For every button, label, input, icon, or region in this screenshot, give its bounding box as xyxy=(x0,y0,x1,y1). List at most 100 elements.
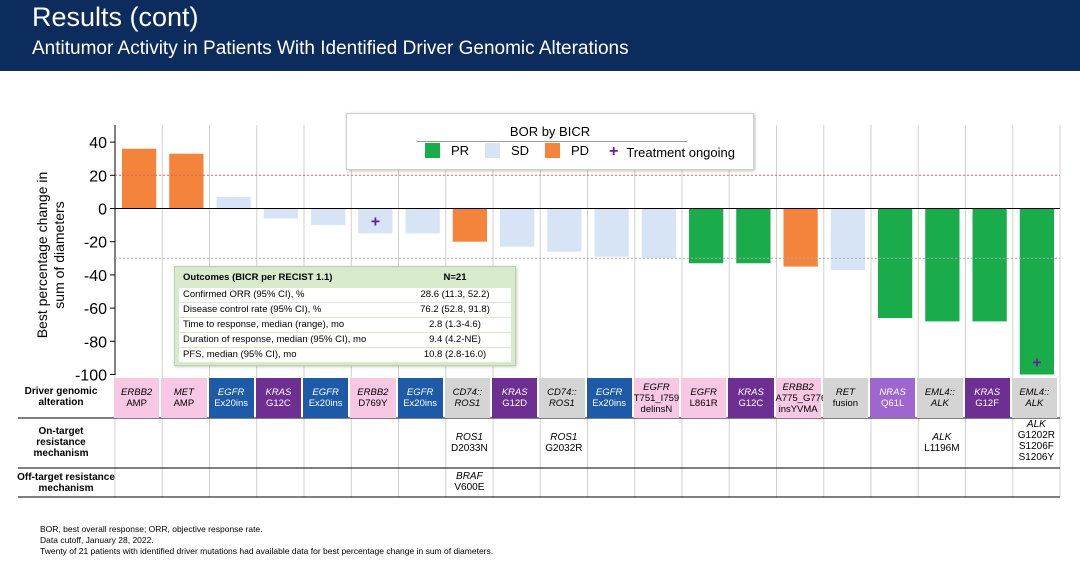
bar xyxy=(641,208,676,259)
resistance-mutation: G1202R xyxy=(1017,430,1055,441)
alteration-name: insYVMA xyxy=(778,403,818,415)
bar xyxy=(547,208,582,252)
resistance-gene: ALK xyxy=(1026,419,1046,430)
legend-label-pr: PR xyxy=(451,143,470,158)
footnote: Twenty of 21 patients with identified dr… xyxy=(40,546,494,556)
alteration-name: ROS1 xyxy=(548,398,575,409)
gene-name: ERBB2 xyxy=(121,387,153,398)
outcomes-row: Confirmed ORR (95% CI), % 28.6 (11.3, 52… xyxy=(179,288,511,302)
bar xyxy=(972,208,1007,322)
outcomes-row: Disease control rate (95% CI), % 76.2 (5… xyxy=(179,303,511,317)
legend-swatch-sd xyxy=(485,143,500,158)
alteration-name: G12D xyxy=(502,398,528,409)
alteration-name: G12C xyxy=(738,398,764,409)
alteration-name: D769Y xyxy=(358,398,388,409)
bar xyxy=(736,208,771,264)
bar xyxy=(1019,208,1054,375)
driver-alteration-cell: EML4::ALK xyxy=(917,378,963,418)
legend-item-ongoing: + Treatment ongoing xyxy=(609,143,735,161)
gene-name: KRAS xyxy=(501,387,528,398)
gene-name: ERBB2 xyxy=(782,381,814,393)
outcomes-row-label: Confirmed ORR (95% CI), % xyxy=(183,289,305,300)
alteration-name: L861R xyxy=(689,398,718,409)
alteration-name: Ex20ins xyxy=(403,398,438,409)
row-label-line: resistance xyxy=(36,437,86,448)
resistance-gene: ALK xyxy=(932,432,952,443)
gene-name: EGFR xyxy=(595,387,623,398)
legend-marker-ongoing: + xyxy=(609,143,619,160)
y-tick-label: 0 xyxy=(98,202,107,219)
alteration-name: fusion xyxy=(832,398,859,409)
legend-divider xyxy=(417,141,687,142)
footnote: BOR, best overall response; ORR, objecti… xyxy=(40,524,263,534)
outcomes-row-label: Duration of response, median (95% CI), m… xyxy=(183,334,367,345)
footnote: Data cutoff, January 28, 2022. xyxy=(40,535,154,545)
gene-name: CD74:: xyxy=(547,387,577,398)
y-tick-label: -100 xyxy=(75,368,107,385)
row-label-line: On-target xyxy=(38,426,84,437)
gene-name: EML4:: xyxy=(924,387,955,398)
resistance-mutation: S1206F xyxy=(1018,441,1054,452)
row-label-driver: Driver genomic alteration xyxy=(14,386,108,408)
resistance-mutation: D2033N xyxy=(451,443,488,454)
outcomes-row-value: 76.2 (52.8, 91.8) xyxy=(420,304,490,315)
row-label-line: mechanism xyxy=(33,448,89,459)
bar xyxy=(925,208,960,322)
bar xyxy=(594,208,629,257)
gene-name: ERBB2 xyxy=(357,387,389,398)
outcomes-row-value: 2.8 (1.3-4.6) xyxy=(429,319,481,330)
alteration-name: delinsN xyxy=(640,403,673,415)
bar xyxy=(263,208,298,219)
bar xyxy=(452,208,487,242)
legend-label-sd: SD xyxy=(511,143,530,158)
bar xyxy=(878,208,913,319)
legend-swatch-pr xyxy=(425,143,440,158)
alteration-name: Ex20ins xyxy=(214,398,249,409)
gene-name: EGFR xyxy=(312,387,339,398)
bar xyxy=(405,208,440,234)
outcomes-row: Time to response, median (range), mo 2.8… xyxy=(179,318,511,332)
alteration-name: Ex20ins xyxy=(308,398,343,409)
outcomes-header: Outcomes (BICR per RECIST 1.1) N=21 xyxy=(183,270,507,285)
footnotes: BOR, best overall response; ORR, objecti… xyxy=(40,524,493,557)
row-label-on-target: On-target resistance mechanism xyxy=(14,426,108,459)
outcomes-row-label: PFS, median (95% CI), mo xyxy=(183,349,297,360)
outcomes-row-value: 9.4 (4.2-NE) xyxy=(429,334,481,345)
y-tick-label: -40 xyxy=(84,268,107,285)
gene-name: CD74:: xyxy=(452,387,483,398)
slide-header: Results (cont) Antitumor Activity in Pat… xyxy=(0,0,1080,71)
outcomes-row-value: 28.6 (11.3, 52.2) xyxy=(420,289,490,300)
gene-name: EGFR xyxy=(643,381,670,393)
legend-label-pd: PD xyxy=(571,143,590,158)
outcomes-row: Duration of response, median (95% CI), m… xyxy=(179,333,511,347)
alteration-name: ALK xyxy=(1025,398,1044,409)
legend-item-pd: PD xyxy=(545,143,589,158)
driver-alteration-cell: CD74::ROS1 xyxy=(539,378,585,418)
y-tick-label: 40 xyxy=(89,135,107,152)
chart-legend: BOR by BICR PR SD PD + Treatment ongoing xyxy=(346,113,754,170)
y-tick-label: -20 xyxy=(84,235,107,252)
bar xyxy=(122,148,157,209)
resistance-gene: BRAF xyxy=(456,471,483,482)
outcomes-row-label: Time to response, median (range), mo xyxy=(183,319,345,330)
row-label-line: mechanism xyxy=(38,483,94,494)
bar xyxy=(500,208,535,247)
y-axis-title-line: Best percentage change in xyxy=(34,172,50,339)
resistance-mutation: G2032R xyxy=(545,443,583,454)
